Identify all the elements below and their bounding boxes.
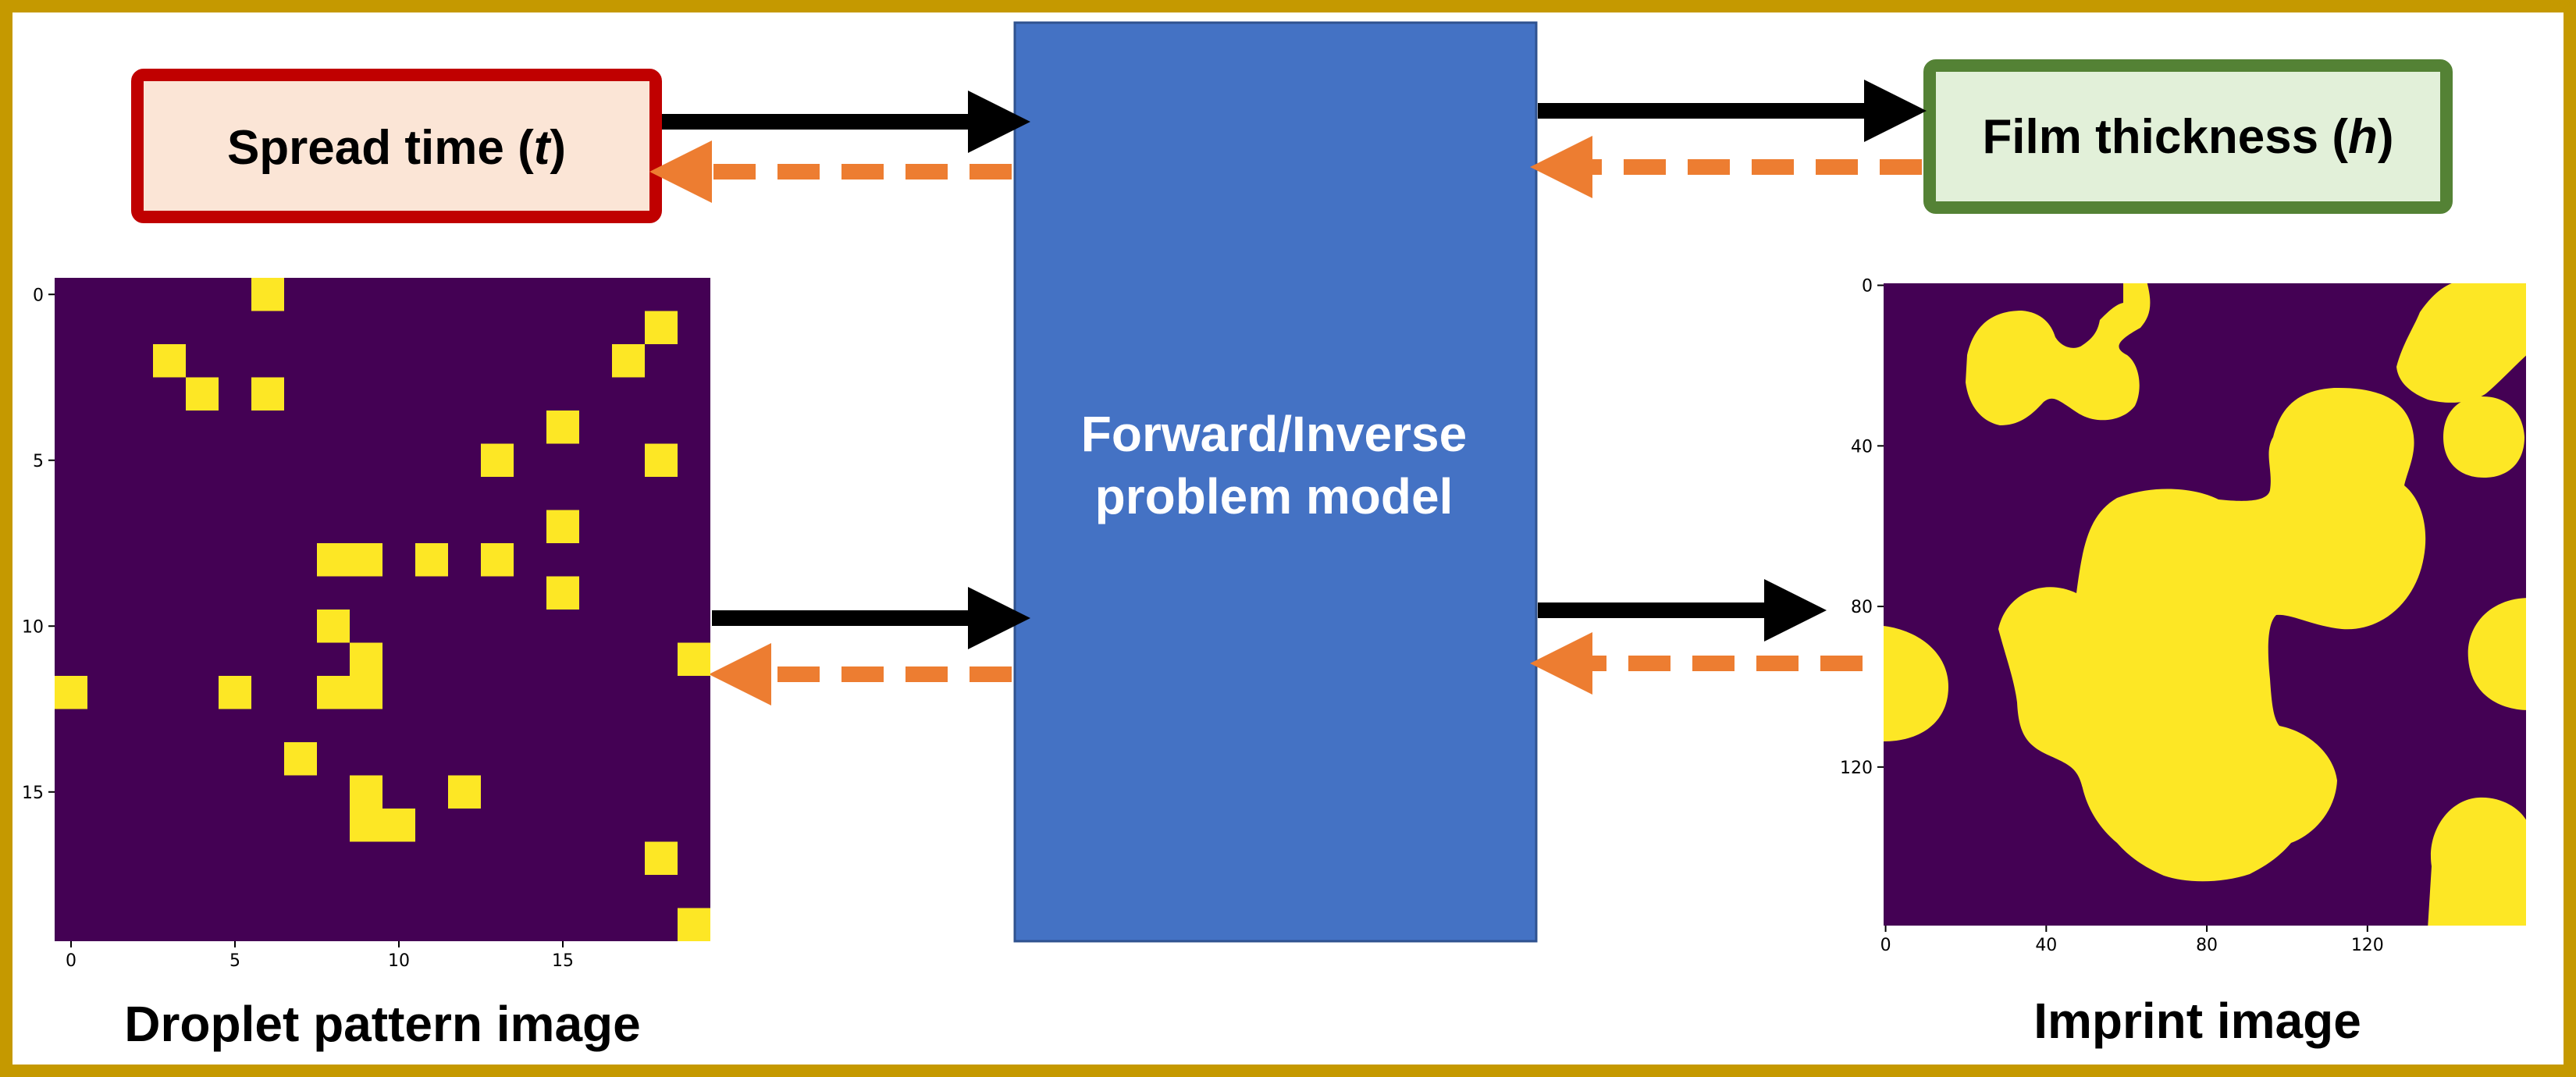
model-title-line1: Forward/Inverse <box>1081 406 1467 462</box>
droplet-cell <box>645 841 678 875</box>
droplet-x-tick-label: 10 <box>388 951 410 971</box>
model-title-line2: problem model <box>1095 468 1453 524</box>
imprint-blob-main <box>1998 387 2426 882</box>
imprint-blobs <box>1884 283 2526 926</box>
film-thickness-label: Film thickness (h) <box>1982 110 2393 164</box>
droplet-y-tick-label: 10 <box>22 617 44 637</box>
droplet-x-tick-label: 5 <box>229 951 240 971</box>
imprint-caption: Imprint image <box>2033 993 2361 1049</box>
droplet-x-tick-label: 15 <box>552 951 574 971</box>
imprint-x-tick-label: 0 <box>1880 936 1891 955</box>
imprint-blob-top-right <box>2396 283 2526 403</box>
imprint-image: 0 40 80 120 0 40 80 120 <box>1840 277 2526 955</box>
imprint-blob-top-left <box>1966 283 2151 425</box>
droplet-cell <box>317 610 350 643</box>
imprint-y-tick-label: 0 <box>1862 277 1873 297</box>
imprint-y-tick-label: 120 <box>1840 759 1873 778</box>
droplet-cell <box>317 676 350 709</box>
spread-time-box: Spread time (t) <box>131 69 662 223</box>
droplet-cells <box>55 278 710 941</box>
imprint-blob-left-edge <box>1884 626 1948 741</box>
droplet-cell <box>251 377 284 411</box>
droplet-cell <box>317 543 350 577</box>
droplet-cell <box>481 443 514 477</box>
spread-time-label: Spread time (t) <box>227 121 566 175</box>
droplet-cell <box>645 443 678 477</box>
imprint-y-tick-label: 80 <box>1851 598 1873 617</box>
droplet-cell <box>448 775 481 809</box>
droplet-y-tick-label: 15 <box>22 784 44 803</box>
droplet-ticks: 0 5 10 15 0 5 10 15 <box>22 286 574 971</box>
imprint-blob-right-small <box>2443 396 2524 478</box>
imprint-y-tick-label: 40 <box>1851 437 1873 457</box>
imprint-x-tick-label: 80 <box>2196 936 2218 955</box>
droplet-cell <box>546 411 579 444</box>
droplet-cell <box>415 543 448 577</box>
droplet-cell <box>350 642 382 676</box>
droplet-caption: Droplet pattern image <box>124 996 640 1052</box>
imprint-blob-right-edge <box>2467 598 2526 710</box>
droplet-cell <box>350 775 382 809</box>
droplet-cell <box>186 377 219 411</box>
droplet-cell <box>546 576 579 610</box>
droplet-cell <box>251 278 284 311</box>
droplet-pattern-image: 0 5 10 15 0 5 10 15 <box>22 278 710 971</box>
droplet-x-tick-label: 0 <box>66 951 76 971</box>
film-thickness-box: Film thickness (h) <box>1923 59 2453 214</box>
droplet-cell <box>350 543 382 577</box>
imprint-ticks: 0 40 80 120 0 40 80 120 <box>1840 277 2384 955</box>
droplet-cell <box>350 809 382 842</box>
droplet-cell <box>382 809 415 842</box>
droplet-cell <box>284 742 317 776</box>
imprint-blob-bottom-right <box>2428 797 2526 926</box>
droplet-cell <box>481 543 514 577</box>
droplet-cell <box>55 676 87 709</box>
imprint-x-tick-label: 40 <box>2035 936 2057 955</box>
droplet-y-tick-label: 0 <box>33 286 44 305</box>
model-block: Forward/Inverse problem model <box>1013 21 1538 943</box>
droplet-cell <box>350 676 382 709</box>
droplet-cell <box>612 344 645 378</box>
droplet-y-tick-label: 5 <box>33 452 44 471</box>
droplet-cell <box>645 311 678 344</box>
droplet-cell <box>219 676 251 709</box>
droplet-cell <box>153 344 186 378</box>
droplet-cell <box>546 510 579 543</box>
imprint-x-tick-label: 120 <box>2351 936 2384 955</box>
droplet-cell <box>678 642 710 676</box>
droplet-cell <box>678 908 710 941</box>
